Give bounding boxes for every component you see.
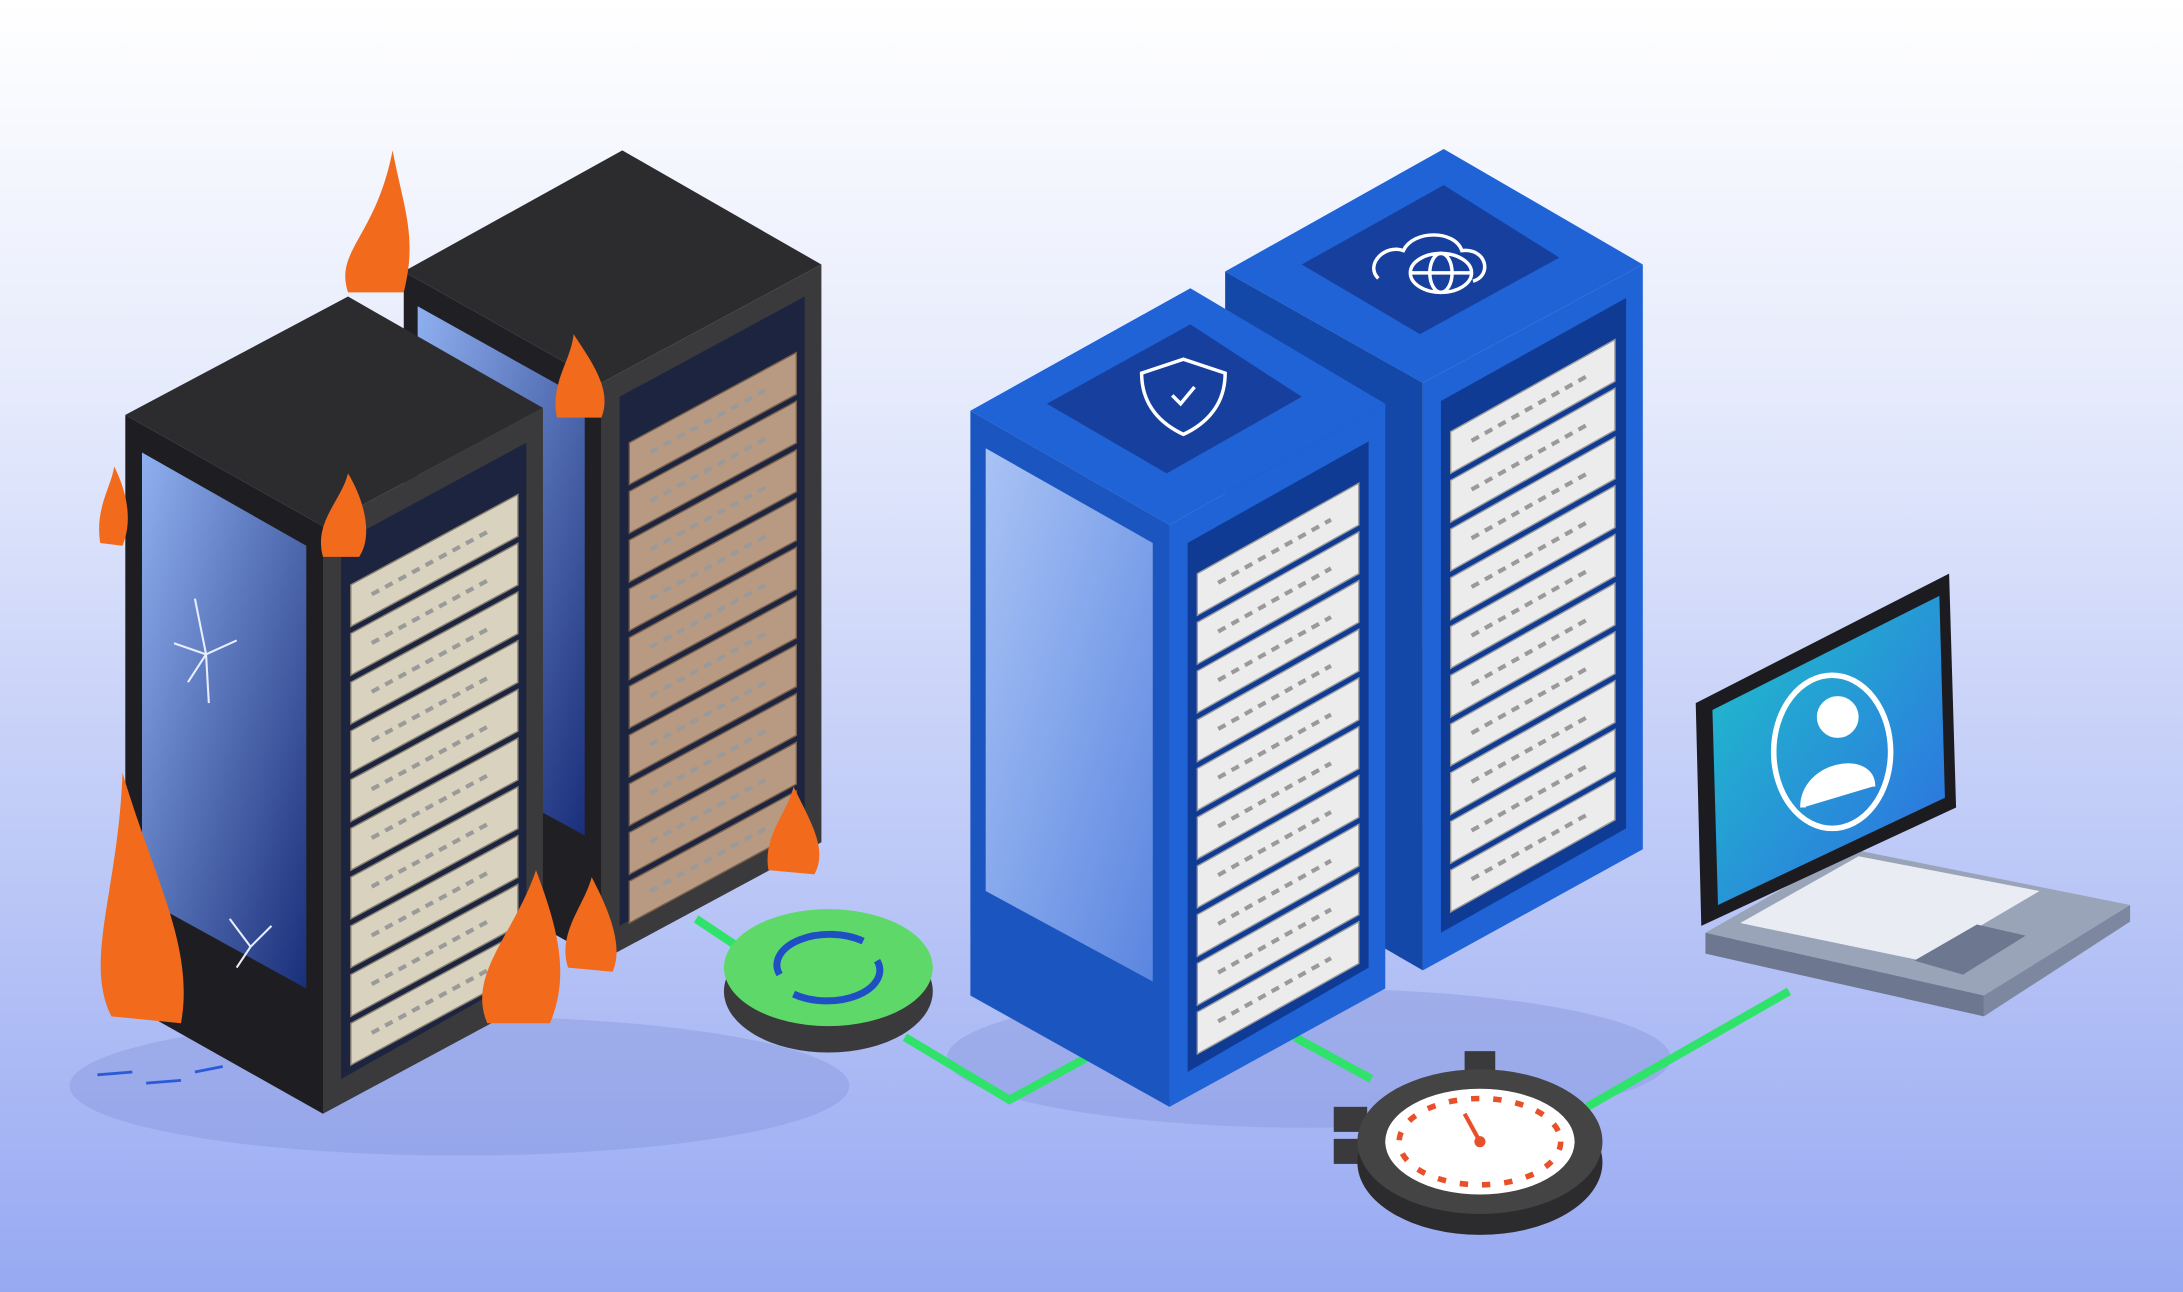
server-units: [350, 493, 519, 1067]
laptop-icon: [1695, 573, 2131, 1017]
server-unit: [1449, 435, 1616, 573]
server-unit-ports: [1470, 374, 1589, 443]
server-unit-ports: [649, 727, 770, 796]
cracked-glass-icon: [173, 598, 273, 969]
flame-icon: [99, 466, 128, 546]
server-unit: [350, 736, 519, 872]
server-unit-ports: [1217, 712, 1332, 780]
server-units: [628, 351, 798, 925]
server-unit-ports: [370, 626, 492, 694]
server-unit-ports: [370, 869, 492, 938]
server-unit-ports: [649, 435, 770, 503]
flame-icon: [555, 334, 605, 418]
server-unit: [350, 542, 519, 677]
server-unit: [1449, 776, 1616, 914]
server-units: [1449, 338, 1616, 914]
server-unit: [628, 594, 798, 730]
flame-icon: [482, 870, 561, 1024]
server-unit-ports: [649, 532, 770, 601]
server-unit-ports: [1217, 858, 1332, 926]
server-unit: [628, 448, 798, 584]
cloud-globe-icon: [1372, 233, 1487, 295]
server-unit-ports: [649, 484, 770, 552]
server-unit-ports: [370, 967, 492, 1035]
server-unit: [628, 692, 798, 827]
server-unit: [628, 497, 798, 632]
server-unit: [628, 741, 798, 876]
server-unit: [350, 785, 519, 921]
server-unit-ports: [1470, 422, 1589, 492]
server-unit-ports: [1217, 664, 1332, 731]
flame-icon: [100, 772, 184, 1024]
connection-lines: [693, 915, 1792, 1111]
server-unit-ports: [1217, 956, 1332, 1024]
server-unit-ports: [1470, 764, 1589, 833]
server-unit: [1449, 484, 1616, 621]
server-unit: [1449, 387, 1616, 524]
server-unit-ports: [1470, 715, 1589, 784]
server-unit-ports: [1470, 666, 1589, 735]
server-unit: [628, 546, 798, 681]
server-unit-ports: [370, 772, 492, 840]
flame-icon: [767, 786, 820, 875]
spark-icon: [97, 1065, 224, 1085]
server-unit: [628, 643, 798, 779]
server-unit-ports: [649, 630, 770, 698]
shield-check-icon: [1139, 357, 1227, 437]
server-unit: [350, 493, 519, 628]
server-unit-ports: [370, 918, 492, 987]
server-unit: [628, 400, 798, 535]
server-units: [1196, 481, 1360, 1056]
server-unit-ports: [1217, 517, 1332, 585]
server-unit-ports: [1470, 812, 1589, 882]
server-unit-ports: [1217, 810, 1332, 877]
server-unit-ports: [370, 820, 492, 889]
server-unit-ports: [370, 723, 492, 792]
server-unit: [350, 639, 519, 774]
healthy-server-rack-front: [970, 288, 1386, 1107]
server-unit-ports: [1470, 569, 1589, 638]
sync-icon: [773, 930, 884, 1005]
server-unit-ports: [1217, 761, 1332, 829]
flame-icon: [345, 150, 410, 293]
sync-button: [723, 909, 933, 1053]
server-unit-ports: [1217, 566, 1332, 634]
server-unit: [628, 351, 798, 486]
stopwatch-icon: [1333, 1051, 1603, 1235]
flame-icon: [565, 877, 617, 972]
server-unit-ports: [649, 825, 770, 893]
server-unit: [350, 688, 519, 823]
server-unit-ports: [1470, 520, 1589, 589]
failed-server-rack-front: [97, 296, 543, 1114]
server-unit-ports: [649, 776, 770, 845]
server-unit-ports: [370, 577, 492, 645]
server-unit: [1449, 338, 1616, 475]
server-unit: [1449, 630, 1616, 767]
user-avatar-icon: [1770, 672, 1894, 832]
server-unit-ports: [649, 581, 770, 650]
server-unit-ports: [1470, 617, 1589, 687]
server-unit-ports: [1217, 615, 1332, 683]
server-unit-ports: [370, 674, 492, 743]
server-unit-ports: [649, 678, 770, 747]
server-unit-ports: [649, 386, 770, 455]
server-unit-ports: [1470, 471, 1589, 541]
server-unit: [1449, 728, 1616, 865]
server-unit: [1449, 679, 1616, 816]
server-unit: [350, 834, 519, 969]
flame-icon: [320, 473, 367, 557]
server-unit-ports: [370, 528, 492, 597]
server-unit: [350, 590, 519, 726]
server-unit: [1449, 533, 1616, 670]
server-unit: [1449, 582, 1616, 719]
server-unit-ports: [1217, 907, 1332, 975]
flame-icons: [99, 150, 820, 1024]
